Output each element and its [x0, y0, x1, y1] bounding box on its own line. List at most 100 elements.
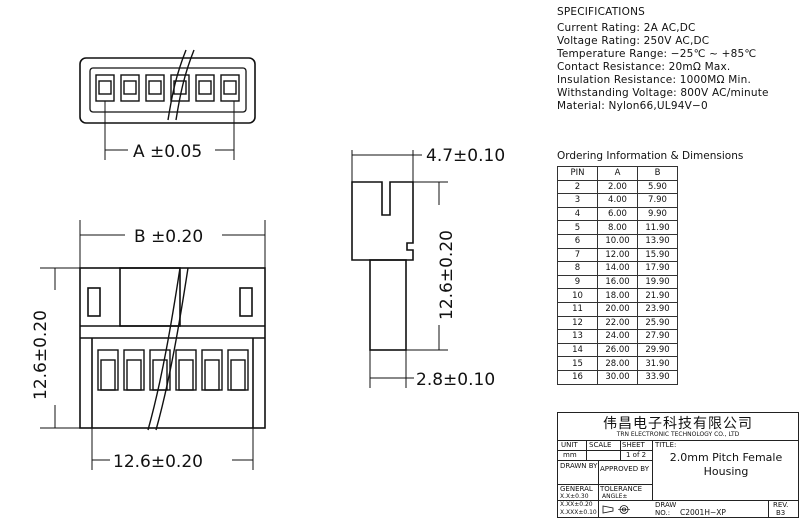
drawn-by-label: DRAWN BY — [560, 462, 598, 470]
title-label: TITLE: — [655, 441, 677, 449]
table-cell: 6.00 — [597, 206, 638, 222]
table-cell: 30.00 — [597, 369, 638, 385]
table-header: A — [597, 166, 638, 181]
table-cell: 22.00 — [597, 315, 638, 331]
table-cell: 5 — [557, 220, 598, 235]
table-cell: 5.90 — [637, 179, 678, 195]
table-cell: 13.90 — [637, 233, 678, 249]
table-header-row: PIN A B — [557, 166, 678, 181]
table-cell: 17.90 — [637, 261, 678, 276]
scale-label: SCALE — [589, 441, 612, 449]
drawing-title: 2.0mm Pitch Female Housing — [654, 451, 798, 479]
table-cell: 9.90 — [637, 206, 678, 222]
table-cell: 8.00 — [597, 220, 638, 235]
table-cell: 25.90 — [637, 315, 678, 331]
approved-by-label: APPROVED BY — [600, 465, 650, 473]
table-cell: 18.00 — [597, 288, 638, 303]
specifications-title: SPECIFICATIONS — [557, 6, 645, 18]
table-cell: 2.00 — [597, 179, 638, 195]
table-cell: 15.90 — [637, 247, 678, 263]
dim-height-left-label: 12.6±0.20 — [31, 310, 51, 400]
table-cell: 8 — [557, 261, 598, 276]
table-cell: 6 — [557, 233, 598, 249]
table-cell: 20.00 — [597, 301, 638, 317]
projection-symbol-icon — [602, 505, 630, 514]
table-cell: 33.90 — [637, 369, 678, 385]
table-cell: 7 — [557, 247, 598, 263]
spec-line: Contact Resistance: 20mΩ Max. — [557, 61, 731, 73]
table-cell: 14.00 — [597, 261, 638, 276]
dim-side-height-label: 12.6±0.20 — [437, 230, 457, 320]
table-cell: 29.90 — [637, 342, 678, 358]
spec-line: Material: Nylon66,UL94V−0 — [557, 100, 708, 112]
rev-label: REV. — [773, 501, 789, 509]
sheet-value: 1 of 2 — [626, 451, 647, 459]
table-cell: 9 — [557, 274, 598, 290]
title-block: 伟昌电子科技有限公司 TRN ELECTRONIC TECHNOLOGY CO.… — [557, 412, 799, 518]
dim-width-bottom-label: 12.6±0.20 — [113, 452, 203, 472]
table-cell: 16.00 — [597, 274, 638, 290]
table-cell: 11.90 — [637, 220, 678, 235]
table-cell: 4 — [557, 206, 598, 222]
spec-line: Insulation Resistance: 1000MΩ Min. — [557, 74, 752, 86]
table-cell: 24.00 — [597, 329, 638, 344]
tolerance-3: X.XXX±0.10 — [560, 509, 597, 516]
general-label: GENERAL — [560, 485, 593, 493]
dim-b-label: B ±0.20 — [134, 227, 203, 247]
table-cell: 11 — [557, 301, 598, 317]
company-name-cn: 伟昌电子科技有限公司 — [603, 416, 753, 432]
draw-label: DRAW — [655, 501, 677, 509]
rev-value: B3 — [776, 509, 786, 517]
dim-side-top-label: 4.7±0.10 — [426, 146, 505, 166]
spec-line: Withstanding Voltage: 800V AC/minute — [557, 87, 769, 99]
dim-a-label: A ±0.05 — [133, 142, 202, 162]
table-header: PIN — [557, 166, 598, 181]
table-cell: 21.90 — [637, 288, 678, 303]
angle-label: ANGLE± — [602, 493, 628, 500]
side-view — [351, 150, 448, 388]
spec-line: Voltage Rating: 250V AC,DC — [557, 35, 710, 47]
table-cell: 26.00 — [597, 342, 638, 358]
table-cell: 14 — [557, 342, 598, 358]
company-name-en: TRN ELECTRONIC TECHNOLOGY CO., LTD — [616, 431, 740, 438]
table-cell: 3 — [557, 193, 598, 208]
table-cell: 2 — [557, 179, 598, 195]
table-cell: 16 — [557, 369, 598, 385]
spec-line: Current Rating: 2A AC,DC — [557, 22, 696, 34]
table-cell: 10.00 — [597, 233, 638, 249]
table-cell: 12 — [557, 315, 598, 331]
ordering-title: Ordering Information & Dimensions — [557, 150, 744, 162]
table-cell: 10 — [557, 288, 598, 303]
table-cell: 15 — [557, 356, 598, 371]
sheet-label: SHEET — [622, 441, 645, 449]
tolerance-1: X.X±0.30 — [560, 493, 589, 500]
table-cell: 12.00 — [597, 247, 638, 263]
no-label: NO.: — [655, 509, 671, 517]
tolerance-2: X.XX±0.20 — [560, 501, 593, 508]
tolerance-label: TOLERANCE — [600, 485, 643, 493]
unit-value: mm — [563, 451, 577, 459]
drawing-title-line1: 2.0mm Pitch Female — [669, 451, 783, 464]
table-cell: 4.00 — [597, 193, 638, 208]
table-cell: 7.90 — [637, 193, 678, 208]
drawing-number: C2001H−XP — [680, 508, 726, 517]
table-cell: 28.00 — [597, 356, 638, 371]
unit-label: UNIT — [561, 441, 578, 449]
drawing-title-line2: Housing — [703, 465, 749, 478]
table-header: B — [637, 166, 678, 181]
